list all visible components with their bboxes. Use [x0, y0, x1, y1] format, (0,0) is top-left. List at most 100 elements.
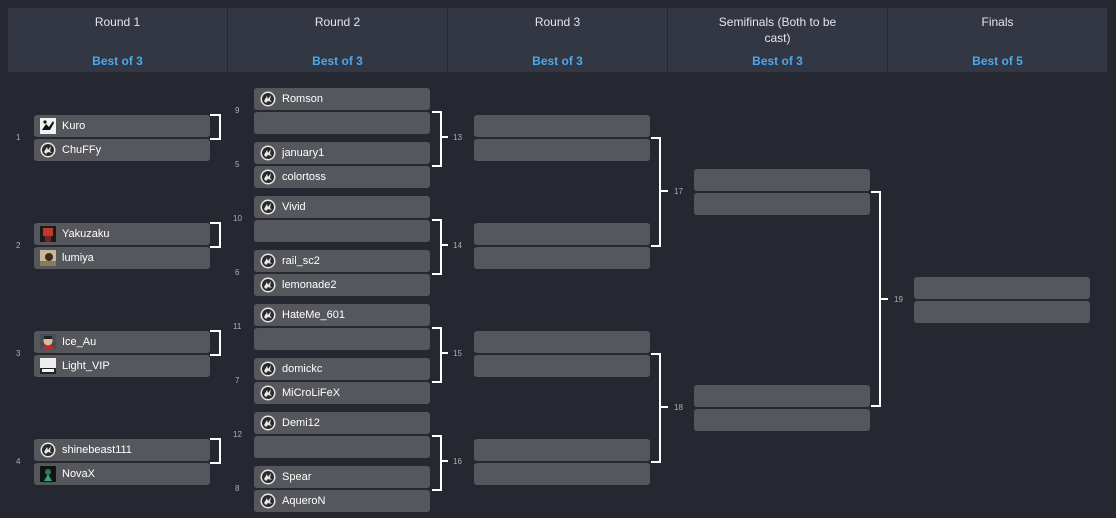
match-3[interactable]: Ice_Au Light_VIP: [34, 331, 210, 377]
match-7[interactable]: domickc MiCroLiFeX: [254, 358, 430, 404]
player-name: Spear: [282, 471, 312, 483]
player-slot[interactable]: domickc: [254, 358, 430, 380]
player-slot[interactable]: MiCroLiFeX: [254, 382, 430, 404]
match-number: 1: [16, 133, 21, 142]
player-slot[interactable]: colortoss: [254, 166, 430, 188]
player-slot[interactable]: Romson: [254, 88, 430, 110]
player-slot[interactable]: HateMe_601: [254, 304, 430, 326]
bracket-connector: [210, 114, 221, 140]
match-format-link[interactable]: Best of 3: [312, 54, 363, 68]
empty-slot[interactable]: [474, 139, 650, 161]
zerg-icon: [40, 442, 56, 458]
lightvip-avatar-icon: [40, 358, 56, 374]
bracket-connector: [432, 327, 442, 383]
bracket-connector: [440, 136, 448, 138]
match-17[interactable]: [694, 169, 870, 215]
match-6[interactable]: rail_sc2 lemonade2: [254, 250, 430, 296]
novax-avatar-icon: [40, 466, 56, 482]
empty-slot[interactable]: [694, 169, 870, 191]
player-name: Vivid: [282, 201, 306, 213]
player-name: Demi12: [282, 417, 320, 429]
bracket-connector: [659, 406, 668, 408]
match-8[interactable]: Spear AqueroN: [254, 466, 430, 512]
zerg-icon: [40, 142, 56, 158]
zerg-icon: [260, 469, 276, 485]
round-title: Semifinals (Both to be cast): [718, 15, 837, 45]
player-slot[interactable]: lemonade2: [254, 274, 430, 296]
match-19[interactable]: [914, 277, 1090, 323]
player-slot[interactable]: rail_sc2: [254, 250, 430, 272]
empty-slot[interactable]: [254, 328, 430, 350]
player-slot[interactable]: AqueroN: [254, 490, 430, 512]
player-name: HateMe_601: [282, 309, 345, 321]
empty-slot[interactable]: [474, 463, 650, 485]
player-slot[interactable]: Demi12: [254, 412, 430, 434]
player-slot[interactable]: Light_VIP: [34, 355, 210, 377]
match-format-link[interactable]: Best of 5: [972, 54, 1023, 68]
bracket-connector: [432, 219, 442, 275]
empty-slot[interactable]: [254, 436, 430, 458]
bracket-connector: [210, 222, 221, 248]
player-slot[interactable]: NovaX: [34, 463, 210, 485]
match-format-link[interactable]: Best of 3: [92, 54, 143, 68]
bracket-connector: [440, 352, 448, 354]
empty-slot[interactable]: [474, 115, 650, 137]
match-4[interactable]: shinebeast111 NovaX: [34, 439, 210, 485]
match-2[interactable]: Yakuzaku lumiya: [34, 223, 210, 269]
empty-slot[interactable]: [474, 331, 650, 353]
player-slot[interactable]: Spear: [254, 466, 430, 488]
match-format-link[interactable]: Best of 3: [532, 54, 583, 68]
player-slot[interactable]: Yakuzaku: [34, 223, 210, 245]
empty-slot[interactable]: [474, 223, 650, 245]
match-number: 12: [233, 430, 242, 439]
zerg-icon: [260, 199, 276, 215]
player-name: Kuro: [62, 120, 86, 132]
match-16[interactable]: [474, 439, 650, 485]
empty-slot[interactable]: [254, 112, 430, 134]
player-slot[interactable]: shinebeast111: [34, 439, 210, 461]
match-number: 4: [16, 457, 21, 466]
player-slot[interactable]: january1: [254, 142, 430, 164]
zerg-icon: [260, 145, 276, 161]
match-12[interactable]: Demi12: [254, 412, 430, 458]
player-slot[interactable]: Ice_Au: [34, 331, 210, 353]
match-9[interactable]: Romson: [254, 88, 430, 134]
match-number: 9: [235, 106, 240, 115]
match-1[interactable]: Kuro ChuFFy: [34, 115, 210, 161]
match-14[interactable]: [474, 223, 650, 269]
empty-slot[interactable]: [914, 301, 1090, 323]
empty-slot[interactable]: [914, 277, 1090, 299]
player-slot[interactable]: lumiya: [34, 247, 210, 269]
match-number: 19: [894, 295, 903, 304]
match-10[interactable]: Vivid: [254, 196, 430, 242]
empty-slot[interactable]: [694, 385, 870, 407]
player-slot[interactable]: Vivid: [254, 196, 430, 218]
match-number: 13: [453, 133, 462, 142]
match-11[interactable]: HateMe_601: [254, 304, 430, 350]
empty-slot[interactable]: [474, 355, 650, 377]
empty-slot[interactable]: [474, 439, 650, 461]
player-name: lumiya: [62, 252, 94, 264]
match-number: 8: [235, 484, 240, 493]
match-18[interactable]: [694, 385, 870, 431]
player-slot[interactable]: Kuro: [34, 115, 210, 137]
bracket-connector: [659, 190, 668, 192]
bracket-connector: [440, 460, 448, 462]
match-number: 3: [16, 349, 21, 358]
round-3-header: Round 3 Best of 3: [448, 8, 667, 72]
match-format-link[interactable]: Best of 3: [752, 54, 803, 68]
match-5[interactable]: january1 colortoss: [254, 142, 430, 188]
match-13[interactable]: [474, 115, 650, 161]
match-15[interactable]: [474, 331, 650, 377]
empty-slot[interactable]: [474, 247, 650, 269]
bracket-connector: [432, 111, 442, 167]
empty-slot[interactable]: [694, 409, 870, 431]
semifinals-header: Semifinals (Both to be cast) Best of 3: [668, 8, 887, 72]
empty-slot[interactable]: [694, 193, 870, 215]
empty-slot[interactable]: [254, 220, 430, 242]
player-name: Romson: [282, 93, 323, 105]
zerg-icon: [260, 91, 276, 107]
player-slot[interactable]: ChuFFy: [34, 139, 210, 161]
player-name: rail_sc2: [282, 255, 320, 267]
bracket-connector: [210, 330, 221, 356]
